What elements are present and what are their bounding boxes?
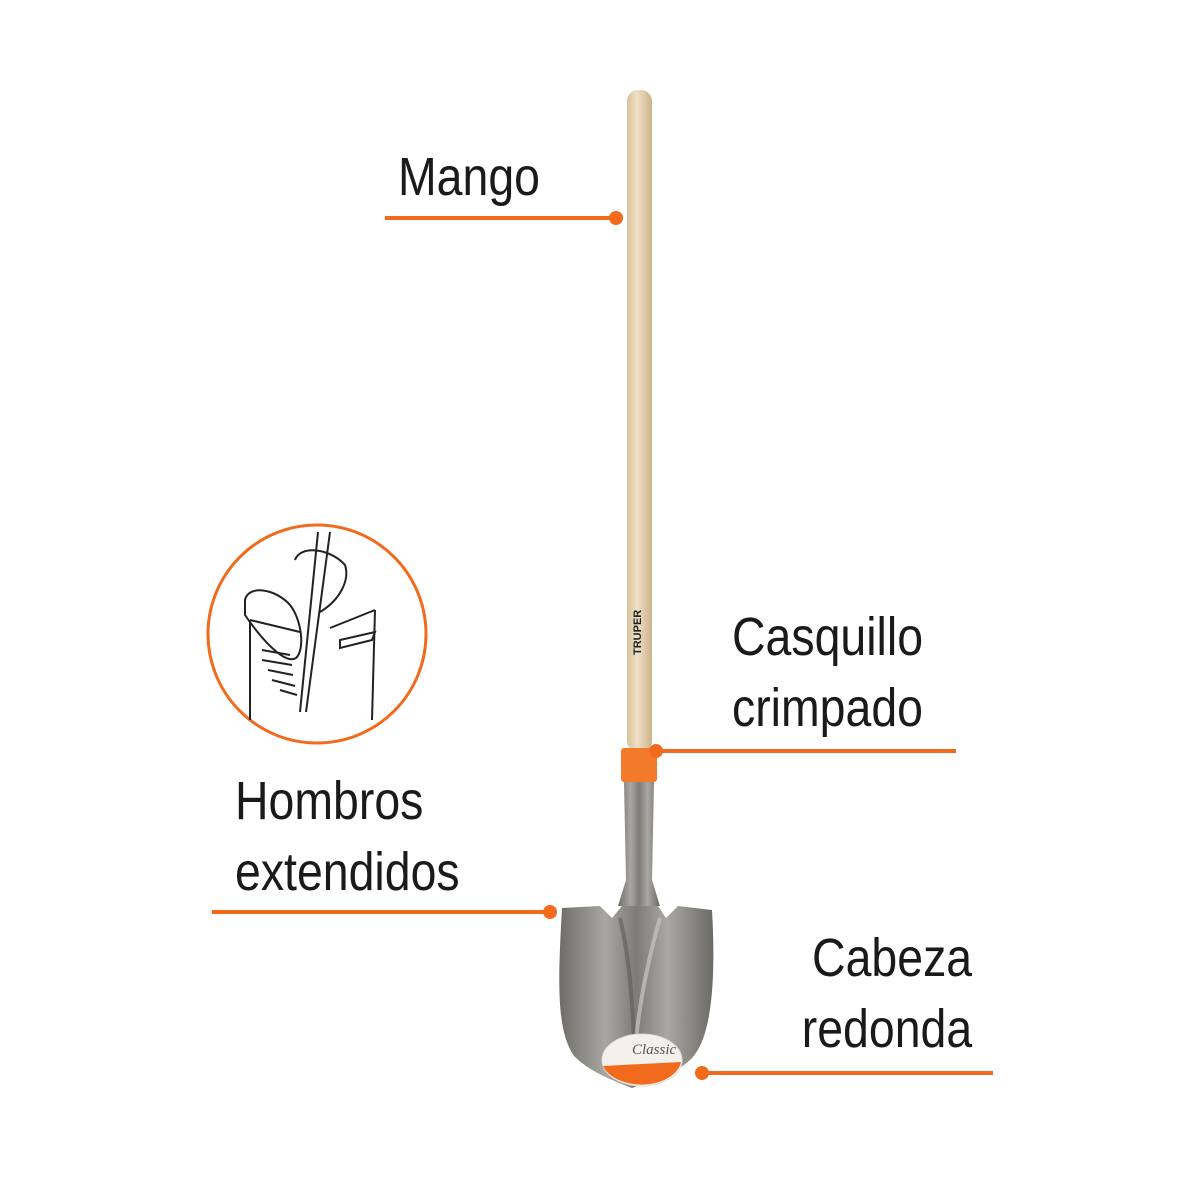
ferrule <box>621 748 657 782</box>
label-handle: Mango <box>398 147 541 207</box>
label-head-line1: Cabeza <box>811 928 972 988</box>
truper-logo: TRUPER <box>632 610 644 655</box>
foot-on-shoulder-inset <box>206 523 428 745</box>
label-head-line2: redonda <box>801 999 972 1059</box>
callout-shoulders-line <box>212 905 557 919</box>
callout-handle-line <box>385 211 623 225</box>
shovel-neck <box>618 782 660 906</box>
handle <box>627 90 652 752</box>
svg-text:TRUPER: TRUPER <box>632 610 644 655</box>
callout-head-line <box>695 1066 993 1080</box>
classic-sticker: Classic <box>601 1033 683 1087</box>
label-shoulders-line1: Hombros <box>235 771 424 831</box>
label-ferrule-line1: Casquillo <box>732 607 924 667</box>
callout-ferrule-line <box>649 744 956 758</box>
svg-text:Classic: Classic <box>632 1042 677 1058</box>
shovel-head <box>559 906 714 1088</box>
label-ferrule-line2: crimpado <box>732 678 924 738</box>
label-shoulders-line2: extendidos <box>235 842 460 902</box>
